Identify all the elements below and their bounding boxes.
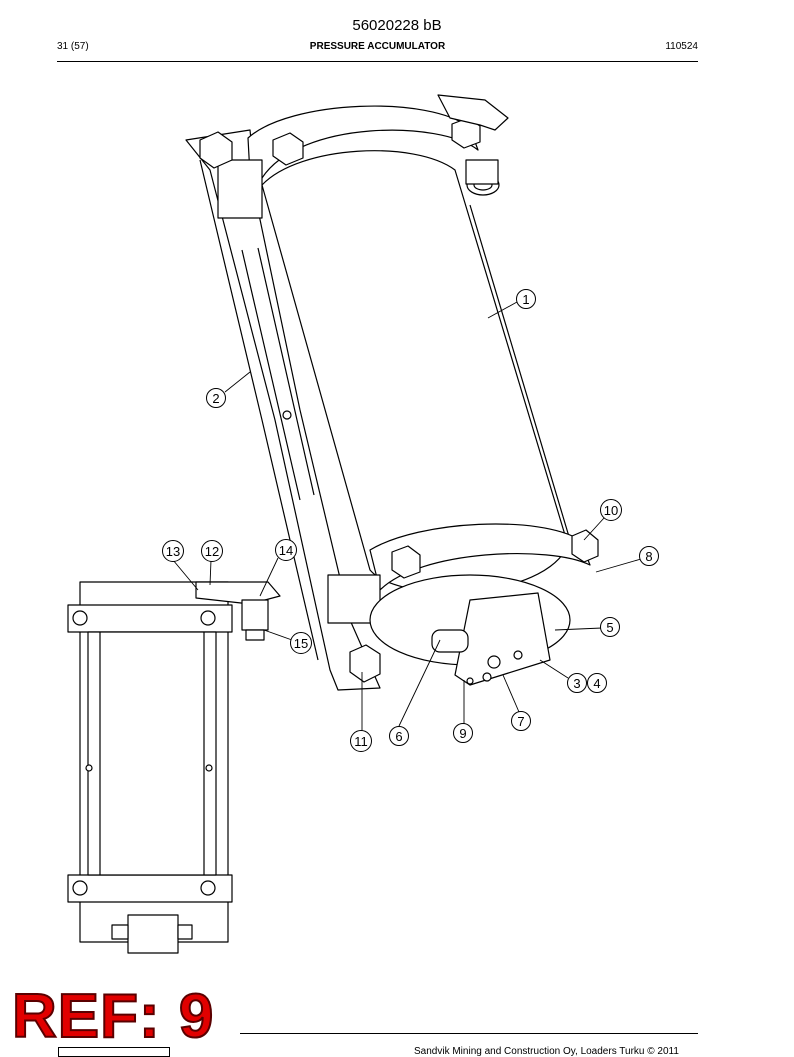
side-view-cylinder [87,631,217,876]
bottom-clamp [369,523,591,591]
svg-text:14: 14 [279,543,293,558]
top-clamp-bolt [272,132,304,166]
side-fitting [431,629,469,653]
valve-port-a [487,655,501,669]
page-indicator: 31 (57) [57,41,89,52]
svg-text:7: 7 [517,714,524,729]
svg-text:9: 9 [459,726,466,741]
callout-3: 3 [567,673,587,693]
date-code: 110524 [665,41,698,52]
callout-12: 12 [201,540,223,562]
footer-copyright: Sandvik Mining and Construction Oy, Load… [414,1046,679,1057]
svg-text:15: 15 [294,636,308,651]
cylinder-edge [469,204,571,541]
callout-4: 4 [587,673,607,693]
svg-text:1: 1 [522,292,529,307]
bottom-clamp-bolt-left [391,545,421,579]
callout-13: 13 [162,540,184,562]
svg-text:6: 6 [395,729,402,744]
callout-5: 5 [600,617,620,637]
callout-9: 9 [453,723,473,743]
callout-10: 10 [600,499,622,521]
side-view-valve [127,914,179,954]
top-fitting [437,94,509,131]
callout-8: 8 [639,546,659,566]
bracket-slot [241,247,315,501]
svg-text:10: 10 [604,503,618,518]
svg-text:11: 11 [354,734,368,749]
valve-port-c [482,672,492,682]
footer-divider [240,1033,698,1034]
svg-text:12: 12 [205,544,219,559]
callout-14: 14 [275,539,297,561]
company-logo [58,1047,170,1057]
side-view-port [241,599,269,631]
top-port-body [465,159,499,185]
callout-1: 1 [516,289,536,309]
leader-lines [172,301,642,732]
svg-text:3: 3 [573,676,580,691]
top-clamp-block-left [217,159,263,219]
valve-port-b [513,650,523,660]
bracket-inner-edge [199,159,319,661]
page-header: 31 (57) PRESSURE ACCUMULATOR 110524 [57,41,698,55]
valve-port-d [466,677,474,685]
bracket-hole [282,410,292,420]
svg-text:5: 5 [606,620,613,635]
header-divider [57,61,698,62]
svg-text:4: 4 [593,676,600,691]
callout-6: 6 [389,726,409,746]
bottom-bolt-hex [349,644,381,683]
callout-11: 11 [350,730,372,752]
page-title: PRESSURE ACCUMULATOR [309,41,446,52]
bottom-clamp-bolt-right [571,529,599,563]
svg-text:8: 8 [645,549,652,564]
svg-text:2: 2 [212,391,219,406]
callout-7: 7 [511,711,531,731]
callout-2: 2 [206,388,226,408]
valve-block [454,592,551,686]
callout-15: 15 [290,632,312,654]
svg-text:13: 13 [166,544,180,559]
side-view-top-clamp [67,604,233,633]
document-number: 56020228 bB [352,17,442,34]
top-bolt-hex-left [199,131,233,169]
reference-stamp: REF: 9 [11,982,215,1051]
